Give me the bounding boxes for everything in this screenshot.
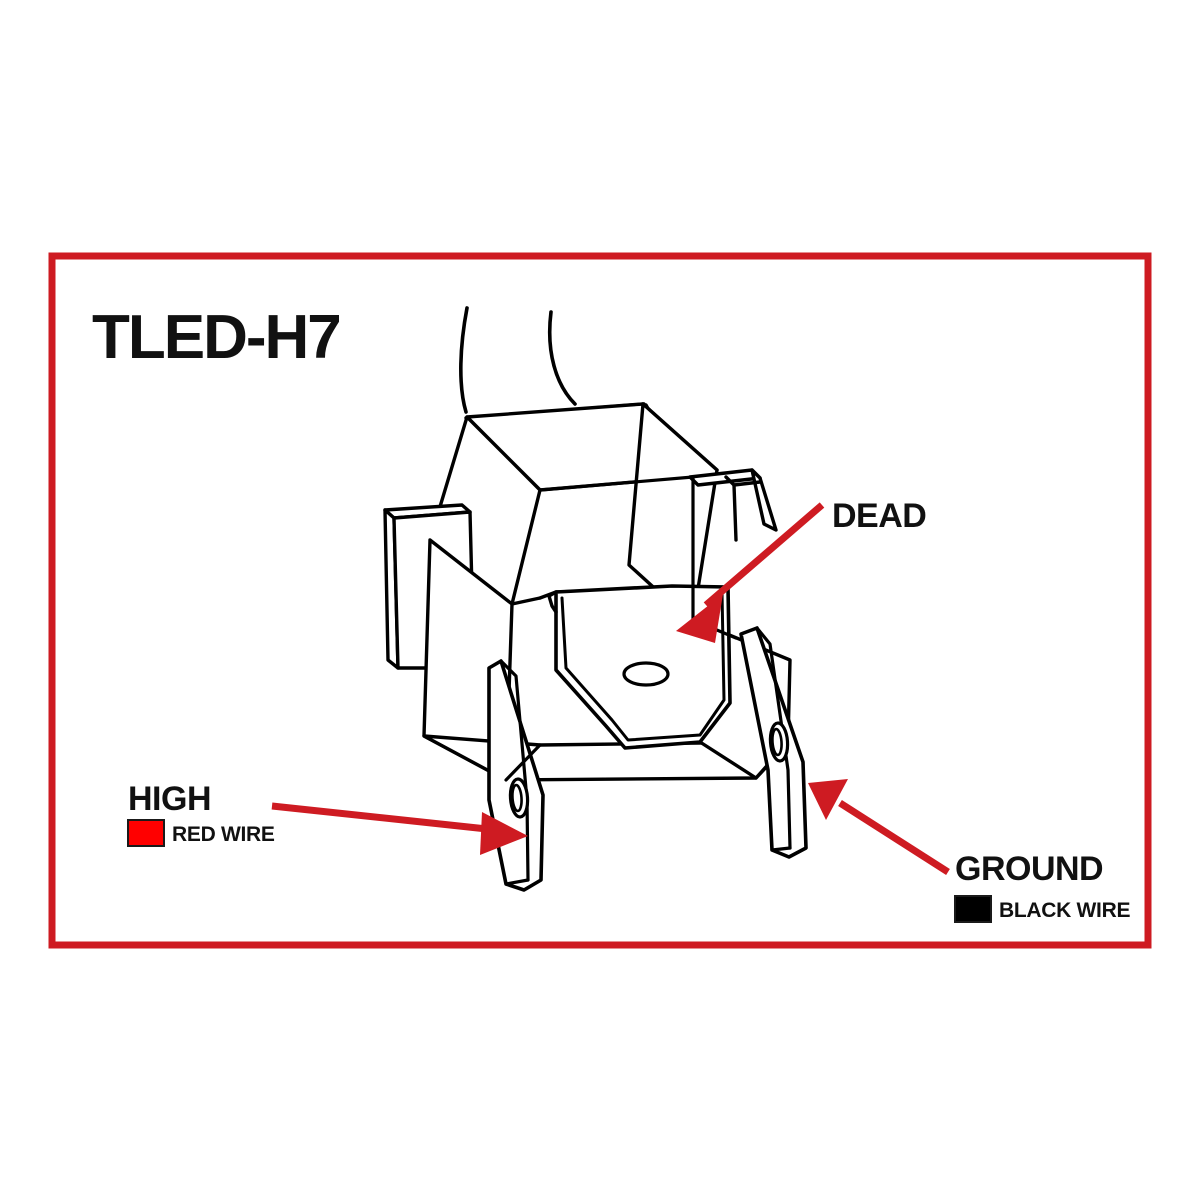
wire-curve-left <box>459 306 469 414</box>
ground-terminal-hole-inner <box>771 727 783 757</box>
annotation-label-high: HIGH <box>128 780 211 818</box>
annotation-label-ground: GROUND <box>955 850 1103 888</box>
dead-arrow-head <box>676 594 723 643</box>
dead-terminal-left-bevel <box>547 590 558 614</box>
connector-illustration <box>383 306 808 892</box>
wire-curve-right <box>547 310 577 406</box>
high-terminal-blade-tip <box>504 878 530 886</box>
ground-terminal-blade-fold <box>755 626 792 850</box>
high-arrow-head <box>480 812 528 855</box>
ground-arrow-line <box>838 800 950 875</box>
high-terminal-blade-fold <box>499 659 530 882</box>
dead-terminal-blade-inner-edge <box>560 590 726 742</box>
ground-terminal-blade-tip <box>770 846 792 852</box>
ground-arrow-head <box>808 779 848 820</box>
connector-upper-lower-seam <box>538 475 695 492</box>
black-wire-label: BLACK WIRE <box>999 899 1130 922</box>
red-wire-swatch <box>127 819 165 847</box>
page-title: TLED-H7 <box>92 303 340 372</box>
dead-terminal-hole-inner <box>630 668 662 682</box>
black-wire-swatch <box>954 895 992 923</box>
connector-bottom-inner-edge <box>504 743 542 782</box>
annotation-arrows <box>271 502 950 875</box>
dead-arrow-line <box>703 502 825 608</box>
annotation-label-dead: DEAD <box>832 497 926 535</box>
connector-right-rib-face <box>750 468 778 532</box>
connector-lower-seam <box>510 596 542 606</box>
connector-right-rib-inner <box>732 480 762 487</box>
high-arrow-line <box>271 802 488 833</box>
red-wire-label: RED WIRE <box>172 823 275 846</box>
high-terminal-hole-inner <box>511 783 523 813</box>
